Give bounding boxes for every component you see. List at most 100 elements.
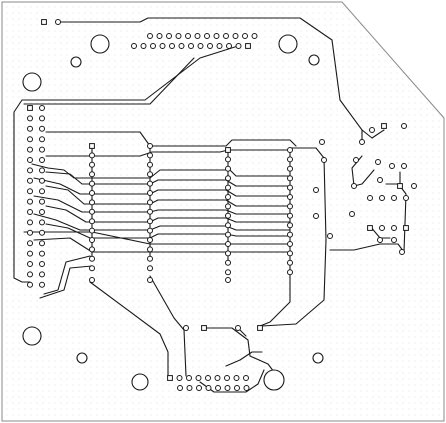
pad — [389, 163, 395, 169]
pad — [89, 265, 95, 272]
pad — [27, 125, 33, 132]
pad — [225, 269, 231, 276]
pad — [178, 43, 185, 49]
pad — [287, 194, 293, 200]
pad — [391, 237, 397, 243]
pad — [235, 325, 241, 331]
pad-square — [225, 147, 231, 153]
pad — [379, 195, 385, 201]
pad — [176, 375, 183, 381]
pad — [287, 259, 293, 266]
pad — [287, 147, 293, 153]
mounting-hole — [312, 352, 324, 364]
pad — [147, 277, 153, 283]
pad — [225, 222, 231, 229]
pad — [89, 237, 95, 243]
pad — [287, 269, 293, 276]
pad — [399, 249, 405, 255]
mounting-hole — [22, 326, 42, 346]
pad — [27, 219, 33, 226]
pad — [147, 208, 153, 215]
pad — [224, 375, 230, 381]
pad — [39, 240, 45, 247]
pad — [89, 246, 95, 253]
pad — [147, 33, 153, 39]
pad — [188, 43, 194, 49]
pad — [225, 259, 231, 266]
pad — [39, 125, 45, 132]
pad — [391, 225, 397, 231]
pad — [39, 177, 45, 184]
pad-layer — [27, 19, 417, 391]
pad — [147, 218, 153, 225]
pad-square — [41, 19, 47, 25]
pad — [147, 180, 153, 187]
pad — [89, 255, 95, 262]
pad — [225, 175, 231, 182]
pad — [39, 167, 45, 174]
pad — [147, 265, 153, 272]
pad — [166, 33, 172, 39]
pad — [27, 229, 33, 236]
pad — [89, 161, 95, 168]
pad — [349, 211, 355, 217]
mounting-hole — [22, 72, 42, 92]
pad — [287, 212, 293, 219]
pad-square — [27, 105, 33, 111]
pad — [234, 385, 240, 391]
pad — [411, 183, 417, 189]
pad — [367, 195, 373, 201]
pad — [55, 19, 61, 25]
pad — [233, 375, 240, 381]
pad — [243, 385, 250, 391]
pad — [39, 146, 45, 153]
pad — [235, 43, 242, 49]
pad — [89, 208, 95, 215]
pad — [327, 233, 333, 239]
pad-square — [201, 325, 207, 331]
pad — [27, 240, 33, 247]
pad — [89, 227, 95, 234]
pad — [39, 261, 45, 267]
pad — [147, 161, 153, 168]
pad — [287, 184, 293, 191]
pad — [243, 375, 249, 381]
pad — [207, 43, 213, 49]
pad — [27, 136, 33, 143]
pad — [226, 43, 232, 49]
pad — [225, 165, 231, 172]
pad — [375, 159, 381, 165]
pad — [321, 157, 327, 163]
pad — [39, 105, 45, 111]
pad — [89, 190, 95, 196]
pad — [401, 163, 407, 169]
pad — [196, 385, 202, 391]
pad — [147, 171, 153, 178]
pad-square — [257, 325, 263, 331]
pad — [131, 43, 137, 49]
pad — [377, 237, 383, 243]
pad-square — [403, 225, 409, 231]
pad — [377, 177, 383, 183]
pad — [225, 250, 231, 257]
pad-square — [367, 225, 373, 231]
pad — [287, 156, 293, 163]
pad — [27, 271, 33, 278]
pad — [39, 281, 45, 288]
pad — [197, 43, 204, 49]
pad-square — [167, 375, 173, 381]
pad — [225, 156, 231, 163]
pad — [39, 271, 45, 278]
pad — [27, 115, 33, 122]
pad — [319, 139, 325, 145]
pad — [225, 203, 231, 210]
pad — [39, 157, 45, 163]
pad — [215, 385, 221, 391]
pad — [216, 43, 223, 49]
pad — [287, 165, 293, 172]
pad — [147, 237, 153, 243]
pad — [89, 277, 95, 283]
pad — [27, 261, 33, 267]
